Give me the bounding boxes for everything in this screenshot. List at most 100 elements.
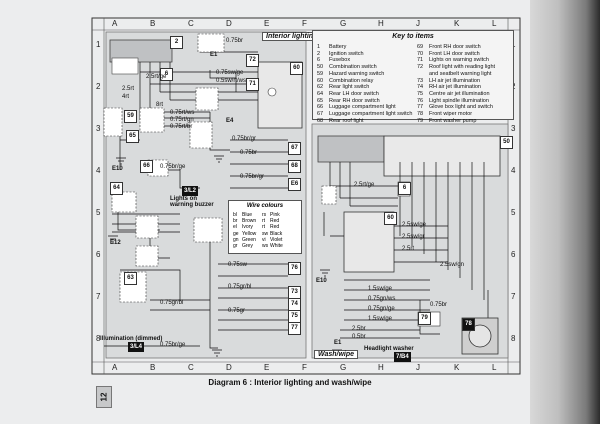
component-e1-right: E1 <box>334 340 342 346</box>
wire-label: 2.5rt/ge <box>354 182 375 188</box>
grid-col: D <box>226 19 232 28</box>
component-72: 72 <box>246 54 259 67</box>
wire-label: 2.5rt/ge <box>146 74 167 80</box>
grid-row: 1 <box>96 40 101 49</box>
wire-label: 2.5br <box>352 326 366 332</box>
wire-label: 0.5br <box>352 334 366 340</box>
grid-row: 5 <box>96 208 101 217</box>
wire-label: 0.75br <box>226 38 244 44</box>
lights-on-warning-buzzer-label: Lights on warning buzzer <box>170 196 214 208</box>
component-63: 63 <box>124 272 137 285</box>
component-e10: E10 <box>112 166 123 172</box>
component-6-right: 6 <box>398 182 411 195</box>
grid-col: K <box>454 19 460 28</box>
grid-col: C <box>188 363 194 372</box>
wire-label: 0.75sw <box>228 262 248 268</box>
wire-label: 0.75gr/bl <box>160 300 184 306</box>
grid-col: L <box>492 363 497 372</box>
component-e12: E12 <box>110 240 121 246</box>
grid-col: B <box>150 363 156 372</box>
wire-label: 2.5sw/gr <box>402 234 425 240</box>
component-68: 66 <box>140 160 153 173</box>
wire-label: 0.75rt/gn <box>170 117 194 123</box>
wire-label: 0.75gr/bl <box>228 284 252 290</box>
wire-label: 0.75br <box>240 150 258 156</box>
wire-colours-title: Wire colours <box>246 203 284 209</box>
component-69: 67 <box>288 142 301 155</box>
grid-row: 4 <box>511 166 516 175</box>
grid-col: J <box>416 363 420 372</box>
wire-label: 0.75gr <box>228 308 246 314</box>
wire-label: 0.75gn/ws <box>368 296 396 302</box>
component-77: 77 <box>288 322 301 335</box>
component-65: 64 <box>110 182 123 195</box>
wire-label: 2.5rt <box>122 86 135 92</box>
wire-label: 0.75gn/ge <box>368 306 395 312</box>
grid-col: H <box>378 363 384 372</box>
component-71b: E6 <box>288 178 301 191</box>
illumination-dimmed-label: Illumination (dimmed) <box>100 336 163 342</box>
wire-label: 2.5sw/ge <box>402 222 427 228</box>
component-79: 79 <box>418 312 431 325</box>
grid-row: 3 <box>96 124 101 133</box>
key-title: Key to items <box>392 33 434 40</box>
wire-label: 0.75rt/br <box>170 124 193 130</box>
book-spine <box>530 0 600 424</box>
key-item: and seatbelt warning light <box>429 70 492 77</box>
grid-columns-top: A B C D E F G H J K L <box>92 18 520 30</box>
ref-3-l2: 3/L2 <box>182 186 199 196</box>
ref-7-b4: 7/B4 <box>394 352 411 362</box>
wire-label: 1.5sw/ge <box>368 316 393 322</box>
grid-col: K <box>454 363 460 372</box>
component-e4: E4 <box>226 118 234 124</box>
grid-col: E <box>264 363 270 372</box>
wire-label: 4rt <box>122 94 130 100</box>
component-78: 78 <box>462 318 475 331</box>
grid-col: B <box>150 19 156 28</box>
grid-row: 7 <box>511 292 516 301</box>
component-2: 2 <box>170 36 183 49</box>
page-number: 12 <box>96 386 112 408</box>
grid-col: E <box>264 19 270 28</box>
headlight-washer-label: Headlight washer <box>364 346 414 352</box>
grid-col: A <box>112 19 118 28</box>
grid-row: 8 <box>96 334 101 343</box>
wire-label: 1.5sw/ge <box>368 286 393 292</box>
grid-row: 4 <box>96 166 101 175</box>
grid-col: C <box>188 19 194 28</box>
grid-col: F <box>302 19 307 28</box>
grid-row: 7 <box>96 292 101 301</box>
grid-col: L <box>492 19 497 28</box>
grid-row: 5 <box>511 208 516 217</box>
component-e1: E1 <box>210 52 218 58</box>
wire-label: 2.5rt <box>402 246 415 252</box>
component-71: 71 <box>246 78 259 91</box>
wire-label: 0.75rt/ws <box>170 110 195 116</box>
grid-columns-bottom: A B C D E F G H J K L <box>92 362 520 374</box>
